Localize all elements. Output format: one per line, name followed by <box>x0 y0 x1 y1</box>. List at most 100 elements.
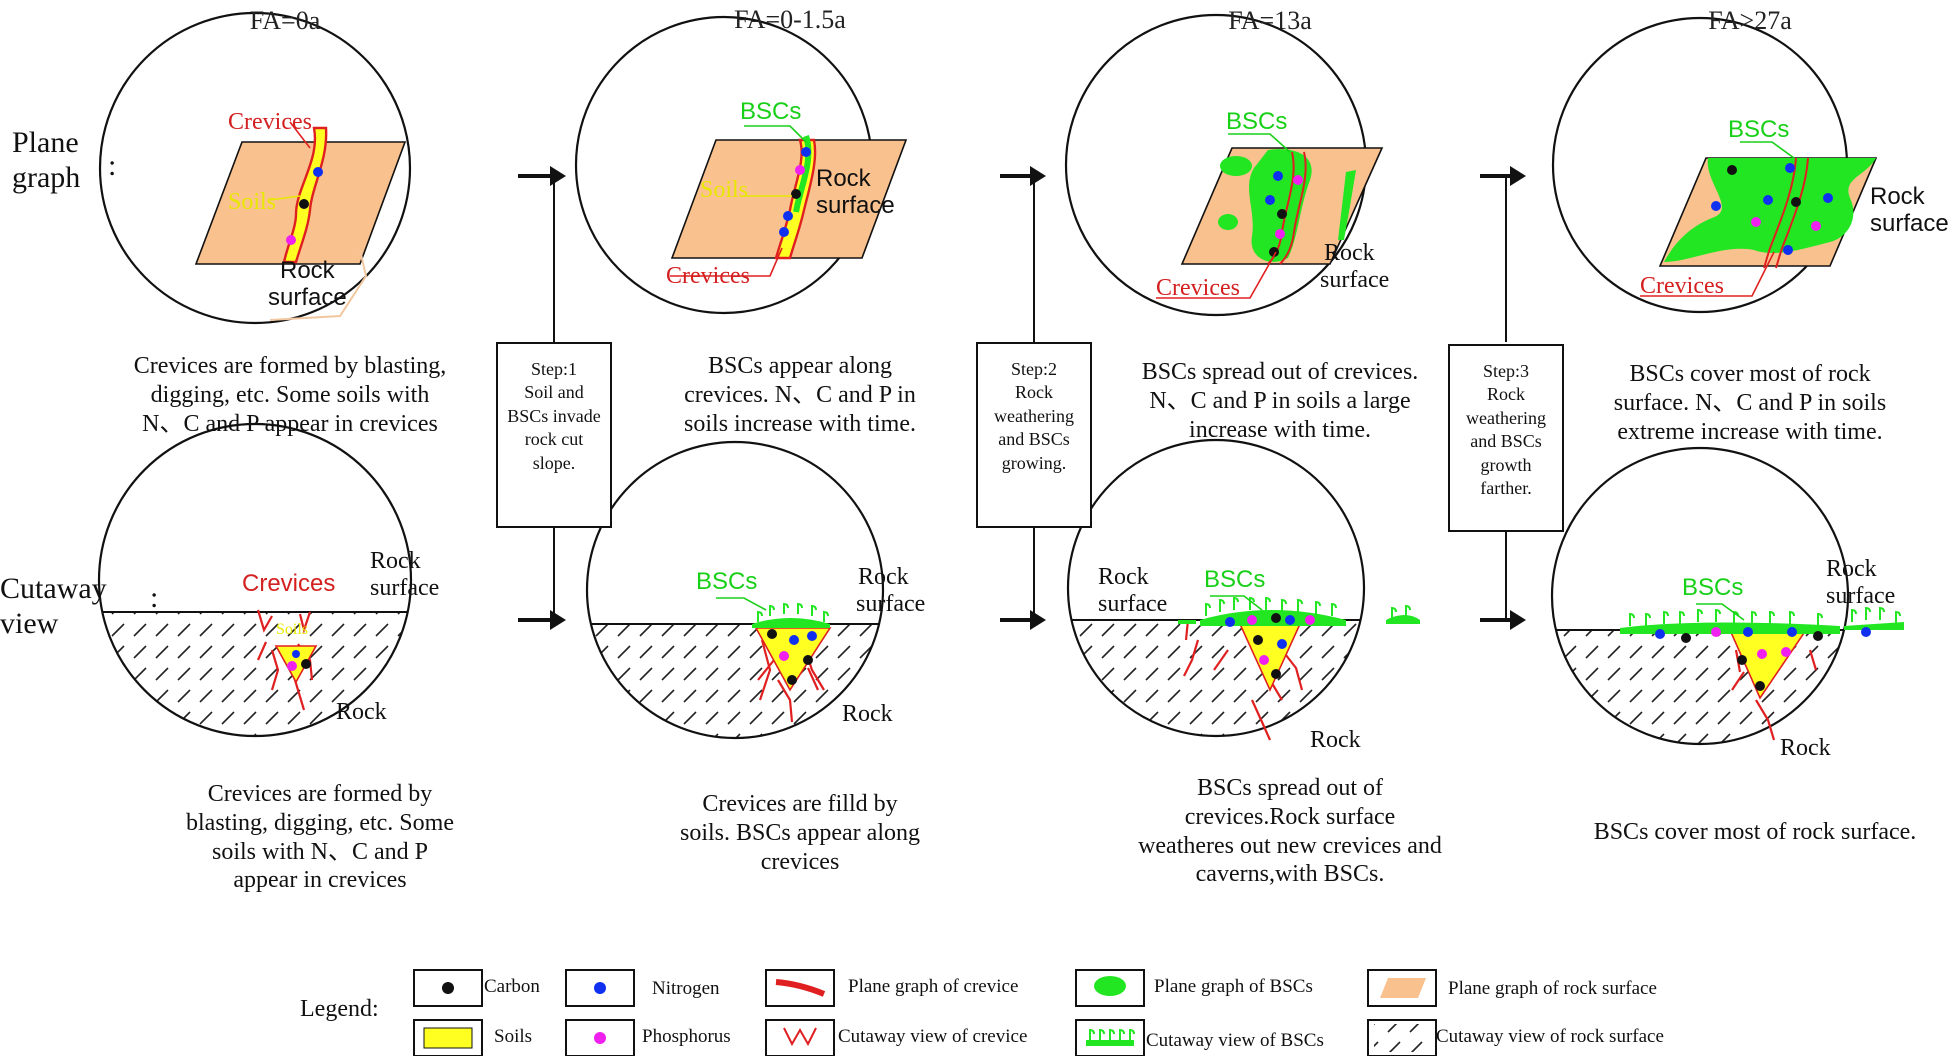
bscs-plane <box>1664 158 1876 262</box>
step-arrow-head <box>550 166 566 186</box>
bscs-cutaway <box>1386 615 1420 624</box>
bscs-filament <box>1865 606 1871 620</box>
bscs-filament <box>1233 596 1239 610</box>
label-line: surface <box>856 590 926 617</box>
legend-label-crevice-cut: Cutaway view of crevice <box>838 1026 1028 1047</box>
crevice-cutaway <box>1281 649 1304 691</box>
bscs-label: BSCs <box>1204 566 1266 593</box>
nitrogen-dot <box>807 631 817 641</box>
legend-label-rock-plane: Plane graph of rock surface <box>1448 978 1657 999</box>
bscs-plane-icon-mark <box>1094 976 1126 996</box>
nitrogen-dot <box>779 227 789 237</box>
carbon-dot <box>1727 165 1737 175</box>
desc-line: Crevices are formed by blasting, <box>133 353 447 379</box>
bscs-filament <box>1405 604 1411 618</box>
label-line: Rock <box>1826 556 1877 582</box>
bscs-filament <box>1895 610 1901 624</box>
step-line: Rock <box>1487 384 1525 405</box>
cutaway-circle <box>1550 446 1850 746</box>
carbon-dot <box>787 675 797 685</box>
legend-label-phosphorus: Phosphorus <box>642 1026 731 1047</box>
bscs-cutaway <box>1844 622 1904 630</box>
desc-line: crevices <box>760 848 840 875</box>
rock-cut-icon-mark <box>1374 1024 1430 1052</box>
legend-label-rock-cut: Cutaway view of rock surface <box>1436 1026 1664 1047</box>
bscs-filament <box>1715 608 1721 622</box>
rock-surface-plane <box>670 139 908 259</box>
crevice-cutaway <box>256 641 268 661</box>
crevice-cutaway <box>757 659 775 681</box>
step-arrow-head <box>1030 166 1046 186</box>
leader-line <box>1696 603 1745 621</box>
carbon-dot <box>299 199 309 209</box>
legend-label-bscs-cut: Cutaway view of BSCs <box>1146 1030 1324 1051</box>
bscs-cut-icon-filament <box>1119 1028 1125 1040</box>
bscs-filament <box>1769 610 1775 624</box>
desc-line: weatheres out new crevices and <box>1138 832 1442 859</box>
bscs-cut-icon-filament <box>1099 1028 1105 1040</box>
phosphorus-dot <box>1811 221 1821 231</box>
crevice-cutaway <box>270 649 280 691</box>
carbon-dot-icon-dot <box>442 982 454 994</box>
phosphorus-dot <box>1259 655 1269 665</box>
cutaway-clip-group <box>1552 629 1848 744</box>
stage-title: FA=13a <box>1228 6 1312 35</box>
leader-line <box>1740 141 1795 159</box>
bscs-plane <box>793 135 812 213</box>
bscs-filament <box>1265 596 1271 610</box>
bscs-cut-icon <box>1075 1019 1145 1056</box>
leader-line <box>670 247 783 277</box>
label-line: Rock <box>1324 240 1375 266</box>
desc-line: BSCs appear along <box>708 353 892 379</box>
crevice-cutaway <box>777 679 794 723</box>
stage-title: FA=0-1.5a <box>734 5 846 34</box>
crevice-cutaway <box>1183 639 1200 677</box>
nitrogen-dot <box>783 211 793 221</box>
nitrogen-dot <box>801 147 811 157</box>
bscs-filament <box>823 610 829 622</box>
crevices-label: Crevices <box>1156 275 1240 301</box>
carbon-dot <box>1271 669 1281 679</box>
bscs-label: BSCs <box>1682 574 1744 601</box>
bscs-filament <box>1751 610 1757 624</box>
nitrogen-dot <box>1763 195 1773 205</box>
label-line: surface <box>816 191 895 219</box>
desc-line: crevices.Rock surface <box>1184 803 1396 830</box>
desc-line: increase with time. <box>1189 416 1371 443</box>
label-line: Rock <box>858 564 909 590</box>
desc-line: crevices. N、C and P in <box>684 381 916 408</box>
desc-line: BSCs cover most of rock <box>1629 361 1871 387</box>
crevice-plane-icon-mark <box>775 979 826 997</box>
carbon-dot <box>1681 633 1691 643</box>
nitrogen-dot <box>1785 163 1795 173</box>
bscs-label: BSCs <box>1226 108 1288 135</box>
bscs-filament <box>1817 612 1823 626</box>
crevice-plane-icon <box>765 969 835 1007</box>
carbon-dot <box>1253 635 1263 645</box>
phosphorus-dot <box>1305 615 1315 625</box>
carbon-dot <box>767 629 777 639</box>
label-line: surface <box>268 283 347 311</box>
desc-line: BSCs spread out of <box>1197 775 1383 801</box>
phosphorus-dot <box>1757 649 1767 659</box>
bscs-cutaway <box>752 618 830 628</box>
desc-line: BSCs spread out of crevices. <box>1141 359 1419 385</box>
nitrogen-dot <box>789 635 799 645</box>
plane-description: Crevices are formed by blasting,digging,… <box>90 352 490 438</box>
phosphorus-dot <box>1293 175 1303 185</box>
bscs-filament <box>783 602 789 614</box>
bscs-filament <box>1629 612 1635 626</box>
desc-line: extreme increase with time. <box>1617 418 1883 445</box>
bscs-plane <box>1220 156 1252 176</box>
bscs-filament <box>757 610 763 622</box>
step-line: weathering <box>1466 407 1546 428</box>
rock-plane-icon-mark <box>1380 978 1426 998</box>
bscs-label: BSCs <box>1728 116 1790 143</box>
leader-line <box>1640 251 1775 297</box>
crevice-cutaway <box>1213 649 1229 671</box>
carbon-dot <box>301 659 311 669</box>
